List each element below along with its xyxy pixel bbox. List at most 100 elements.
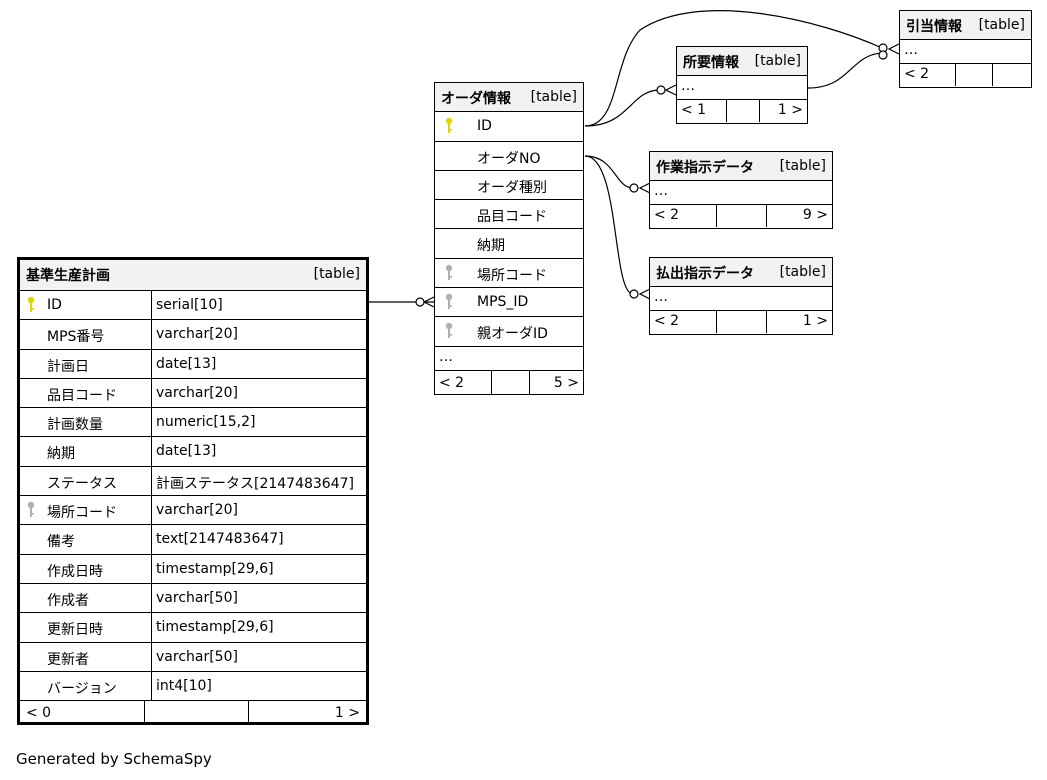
column-type: date[13] — [156, 355, 217, 372]
column-name: 更新者 — [47, 651, 89, 668]
column-type: varchar[20] — [156, 326, 238, 343]
table-haraidashi-shiji-data[interactable]: 払出指示データ [table] … < 2 1 > — [649, 257, 833, 335]
column-type: timestamp[29,6] — [156, 619, 274, 636]
table-row[interactable]: ID — [435, 112, 583, 142]
table-header: 引当情報 [table] — [900, 11, 1031, 41]
table-title: 引当情報 — [906, 19, 962, 35]
column-name: バージョン — [47, 680, 117, 697]
column-name: 更新日時 — [47, 622, 103, 639]
cardinality-circle — [878, 50, 888, 60]
table-row[interactable]: ID serial[10] — [20, 291, 366, 321]
column-name: 納期 — [477, 238, 505, 255]
table-type: [table] — [313, 266, 360, 282]
cardinality-circle — [415, 297, 425, 307]
table-row[interactable]: 納期 date[13] — [20, 437, 366, 467]
column-type: timestamp[29,6] — [156, 560, 274, 577]
column-name: 計画日 — [47, 358, 89, 375]
relation-requirement-to-allocation — [807, 52, 883, 89]
table-header: 作業指示データ [table] — [650, 152, 832, 182]
table-footer: < 1 1 > — [677, 100, 807, 123]
table-row[interactable]: 納期 — [435, 229, 583, 259]
column-name: 備考 — [47, 534, 75, 551]
column-name: オーダ種別 — [477, 179, 547, 196]
table-hikiate-joho[interactable]: 引当情報 [table] … < 2 — [899, 10, 1032, 88]
table-row[interactable]: 品目コード — [435, 200, 583, 230]
key-gray-icon — [444, 293, 454, 311]
table-row[interactable]: 更新日時 timestamp[29,6] — [20, 613, 366, 643]
ellipsis: … — [654, 289, 668, 306]
column-name: MPS番号 — [47, 329, 105, 346]
generated-by-label: Generated by SchemaSpy — [16, 750, 212, 768]
table-row[interactable]: MPS番号 varchar[20] — [20, 320, 366, 350]
column-name: 納期 — [47, 446, 75, 463]
column-type: numeric[15,2] — [156, 414, 256, 431]
ellipsis: … — [439, 348, 453, 365]
ellipsis-row: … — [677, 76, 807, 101]
key-gray-icon — [444, 322, 454, 340]
table-footer: < 2 5 > — [435, 370, 583, 395]
relation-order-to-requirement — [584, 89, 661, 127]
table-footer: < 0 1 > — [20, 701, 366, 726]
children-count: 1 > — [802, 313, 828, 330]
table-header: オーダ情報 [table] — [435, 83, 583, 113]
children-count: 1 > — [777, 102, 803, 119]
children-count: 5 > — [553, 374, 579, 391]
ellipsis-row: … — [650, 287, 832, 312]
table-row[interactable]: 計画日 date[13] — [20, 349, 366, 379]
parents-count: < 0 — [26, 705, 52, 722]
table-title: 所要情報 — [683, 55, 739, 71]
column-name: 計画数量 — [47, 417, 103, 434]
column-name: ステータス — [47, 475, 117, 492]
table-footer: < 2 — [900, 64, 1031, 87]
table-row[interactable]: 計画数量 numeric[15,2] — [20, 408, 366, 438]
relation-order-to-issue — [584, 155, 634, 295]
column-type: varchar[20] — [156, 384, 238, 401]
column-name: 場所コード — [47, 505, 117, 522]
table-shoyo-joho[interactable]: 所要情報 [table] … < 1 1 > — [676, 46, 808, 124]
cardinality-circle — [656, 85, 666, 95]
column-type: 計画ステータス[2147483647] — [156, 475, 354, 492]
table-row[interactable]: ステータス 計画ステータス[2147483647] — [20, 466, 366, 497]
key-gray-icon — [444, 264, 454, 282]
parents-count: < 2 — [654, 313, 680, 330]
column-type: serial[10] — [156, 297, 223, 313]
table-row[interactable]: 作成日時 timestamp[29,6] — [20, 554, 366, 584]
key-yellow-icon — [26, 296, 36, 314]
relation-order-to-work — [584, 155, 634, 189]
table-header: 払出指示データ [table] — [650, 258, 832, 288]
table-type: [table] — [754, 53, 801, 69]
table-row[interactable]: 更新者 varchar[50] — [20, 642, 366, 672]
parents-count: < 2 — [654, 207, 680, 224]
table-row[interactable]: 場所コード — [435, 259, 583, 289]
column-name: 作成者 — [47, 592, 89, 609]
table-title: 作業指示データ — [656, 160, 754, 176]
column-name: ID — [47, 297, 62, 313]
table-footer: < 2 1 > — [650, 311, 832, 334]
table-row[interactable]: 親オーダID — [435, 317, 583, 347]
table-title: 払出指示データ — [656, 266, 754, 282]
table-sagyo-shiji-data[interactable]: 作業指示データ [table] … < 2 9 > — [649, 151, 833, 229]
column-type: date[13] — [156, 443, 217, 460]
ellipsis: … — [654, 183, 668, 200]
table-row[interactable]: オーダ種別 — [435, 171, 583, 201]
table-row[interactable]: 備考 text[2147483647] — [20, 525, 366, 555]
ellipsis-row: … — [900, 40, 1031, 65]
table-footer: < 2 9 > — [650, 205, 832, 228]
table-type: [table] — [779, 158, 826, 174]
table-row[interactable]: オーダNO — [435, 142, 583, 171]
table-type: [table] — [978, 17, 1025, 33]
column-type: text[2147483647] — [156, 531, 284, 548]
table-type: [table] — [779, 264, 826, 280]
column-name: 作成日時 — [47, 563, 103, 580]
column-type: varchar[50] — [156, 648, 238, 665]
column-name: オーダNO — [477, 150, 541, 167]
children-count: 1 > — [334, 705, 360, 722]
table-row[interactable]: MPS_ID — [435, 288, 583, 318]
